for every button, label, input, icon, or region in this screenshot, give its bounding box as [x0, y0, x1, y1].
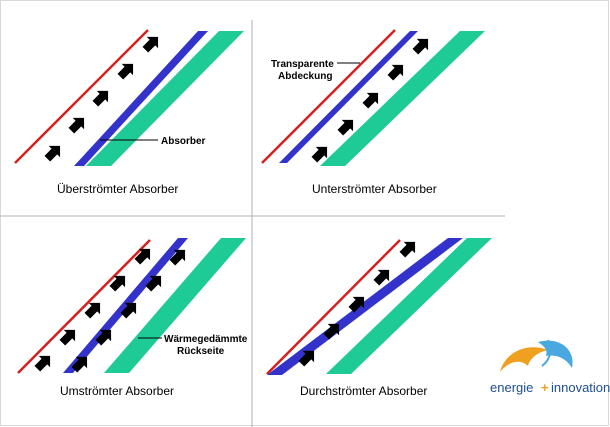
absorber-plate	[279, 31, 418, 163]
flow-arrow	[56, 324, 81, 349]
panel-ueberstroemter-absorber: Absorber Überströmter Absorber	[14, 29, 244, 196]
absorber-plate	[267, 238, 463, 375]
absorber-plate	[74, 31, 208, 166]
insulation-layer	[326, 238, 492, 374]
transparent-cover	[266, 239, 401, 375]
insulation-layer	[104, 238, 246, 373]
flow-arrow	[89, 85, 114, 110]
panel-caption: Überströmter Absorber	[57, 182, 178, 196]
panel-caption: Durchströmter Absorber	[300, 384, 427, 398]
flow-arrow	[114, 58, 139, 83]
panel-durchstroemter-absorber: Durchströmter Absorber	[266, 236, 492, 398]
absorber-label: Absorber	[161, 136, 206, 147]
energie-innovation-logo: energie + innovation	[490, 339, 610, 395]
logo-text-energie: energie	[490, 380, 533, 395]
insulation-label-line1: Wärmegedämmte	[164, 334, 248, 345]
panel-unterstroemter-absorber: Transparente Abdeckung Unterströmter Abs…	[261, 29, 485, 196]
panel-caption: Umströmter Absorber	[60, 384, 174, 398]
flow-arrow	[384, 59, 409, 84]
flow-arrow	[409, 33, 434, 58]
flow-arrow	[106, 270, 131, 295]
cover-label-line1: Transparente	[271, 59, 334, 70]
panel-caption: Unterströmter Absorber	[312, 182, 437, 196]
flow-arrow	[396, 236, 421, 261]
flow-arrow	[81, 297, 106, 322]
logo-plus: +	[541, 380, 549, 395]
logo-blue-curl	[541, 339, 552, 367]
insulation-layer	[86, 31, 244, 166]
absorber-plate	[63, 238, 188, 373]
logo-text-innovation: innovation	[551, 380, 610, 395]
flow-arrow	[41, 140, 66, 165]
insulation-layer	[320, 31, 485, 166]
flow-arrow	[65, 112, 90, 137]
transparent-cover	[261, 29, 396, 164]
transparent-cover	[17, 239, 151, 374]
insulation-label-line2: Rückseite	[177, 346, 225, 357]
panel-umstroemter-absorber: Wärmegedämmte Rückseite Umströmter Absor…	[17, 238, 248, 398]
logo-orange-swoosh	[500, 347, 548, 372]
transparent-cover	[14, 29, 149, 164]
cover-label-line2: Abdeckung	[278, 71, 332, 82]
flow-arrow	[359, 87, 384, 112]
logo-blue-swoosh	[538, 340, 573, 368]
